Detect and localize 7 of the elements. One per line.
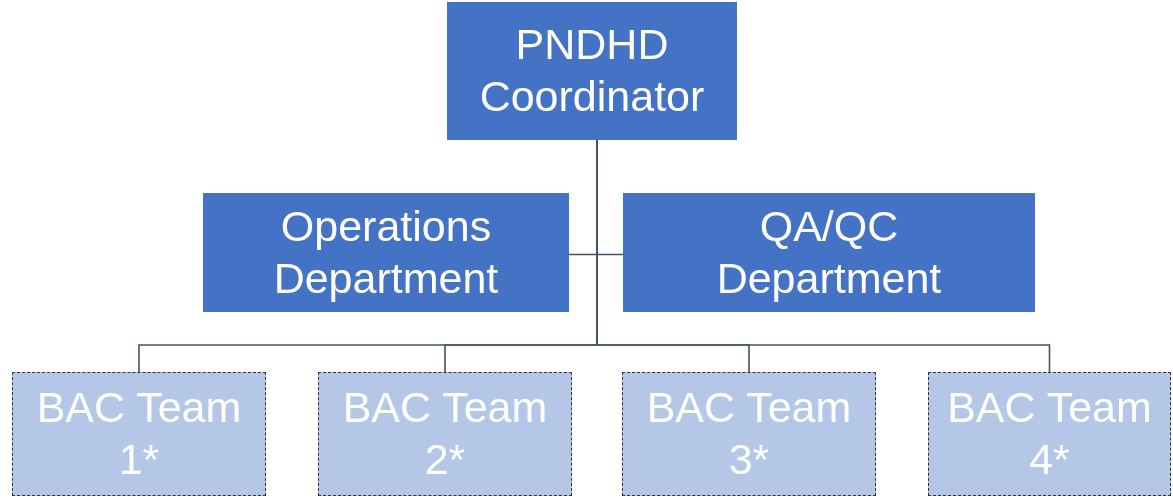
team-box: BAC Team 3*: [622, 372, 876, 496]
title-box: PNDHD Coordinator: [447, 2, 737, 140]
team-box: BAC Team 2*: [318, 372, 572, 496]
department-box: QA/QC Department: [623, 193, 1035, 312]
department-box: Operations Department: [203, 193, 569, 312]
team-box: BAC Team 1*: [12, 372, 266, 496]
team-box: BAC Team 4*: [928, 372, 1171, 496]
